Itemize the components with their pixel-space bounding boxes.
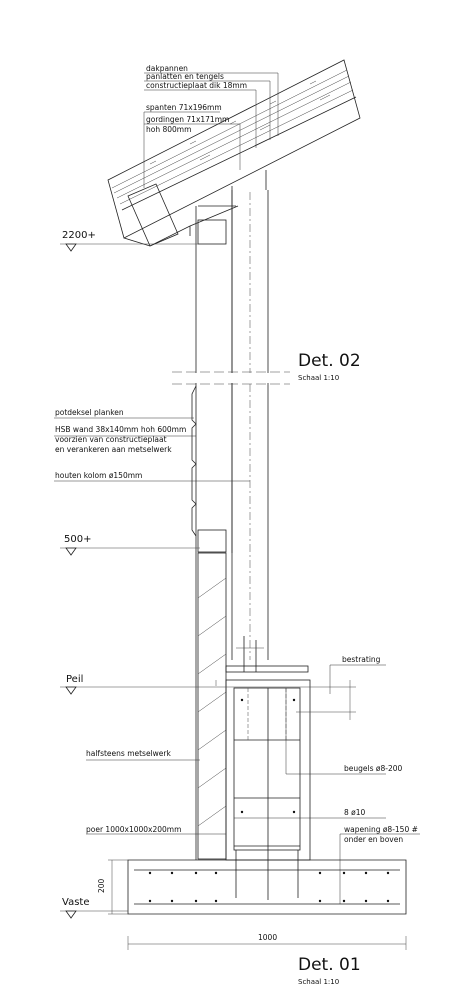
- label-dakpannen: dakpannen: [146, 64, 188, 73]
- foundation: [127, 553, 407, 915]
- concrete-footing: [127, 859, 407, 915]
- label-spanten: spanten 71x196mm: [146, 103, 222, 112]
- label-halfsteens: halfsteens metselwerk: [86, 749, 171, 758]
- rafter-section: [127, 183, 179, 247]
- det01-title: Det. 01: [298, 955, 361, 975]
- potdeksel-boards: [191, 385, 197, 537]
- label-potdeksel: potdeksel planken: [55, 408, 124, 417]
- level-500: 500+: [64, 534, 91, 545]
- dimension-height: [108, 859, 128, 915]
- det01-scale: Schaal 1:10: [298, 978, 339, 986]
- leader-lines: [54, 72, 420, 904]
- label-constructieplaat: constructieplaat dik 18mm: [146, 81, 247, 90]
- level-line-500: [60, 547, 200, 556]
- label-gordingen-hoh: hoh 800mm: [146, 125, 191, 134]
- label-wapening-2: onder en boven: [344, 835, 403, 844]
- level-2200: 2200+: [62, 230, 96, 241]
- roof-assembly: [107, 59, 361, 247]
- dimension-height-label: 200: [97, 878, 106, 893]
- label-hsb-2: voorzien van constructieplaat: [55, 435, 167, 444]
- dimension-width: [127, 936, 407, 950]
- break-line: [172, 371, 290, 385]
- level-vaste: Vaste: [62, 897, 89, 908]
- level-line-2200: [60, 243, 200, 252]
- dimension-width-label: 1000: [258, 933, 277, 942]
- det02-title: Det. 02: [298, 351, 361, 371]
- timber-block-top: [197, 219, 227, 245]
- label-gordingen: gordingen 71x171mm: [146, 115, 229, 124]
- label-beugels: beugels ø8-200: [344, 764, 402, 773]
- det02-scale: Schaal 1:10: [298, 374, 339, 382]
- level-line-vaste: [60, 910, 128, 919]
- label-hsb-1: HSB wand 38x140mm hoh 600mm: [55, 425, 186, 434]
- paving: [225, 665, 309, 673]
- label-bestrating: bestrating: [342, 655, 381, 664]
- masonry-hatch: [197, 577, 227, 827]
- label-wapening-1: wapening ø8-150 #: [344, 825, 418, 834]
- label-poer: poer 1000x1000x200mm: [86, 825, 181, 834]
- level-peil: Peil: [66, 674, 83, 685]
- label-staven: 8 ø10: [344, 808, 366, 817]
- level-line-peil: [60, 680, 356, 720]
- masonry-wall: [197, 552, 227, 860]
- timber-block-bottom: [197, 529, 227, 553]
- label-kolom: houten kolom ø150mm: [55, 471, 142, 480]
- label-hsb-3: en verankeren aan metselwerk: [55, 445, 172, 454]
- reinforcement: [134, 687, 400, 905]
- label-panlatten: panlatten en tengels: [146, 72, 224, 81]
- wall-assembly: [172, 190, 290, 860]
- roof-tiles: [149, 80, 331, 165]
